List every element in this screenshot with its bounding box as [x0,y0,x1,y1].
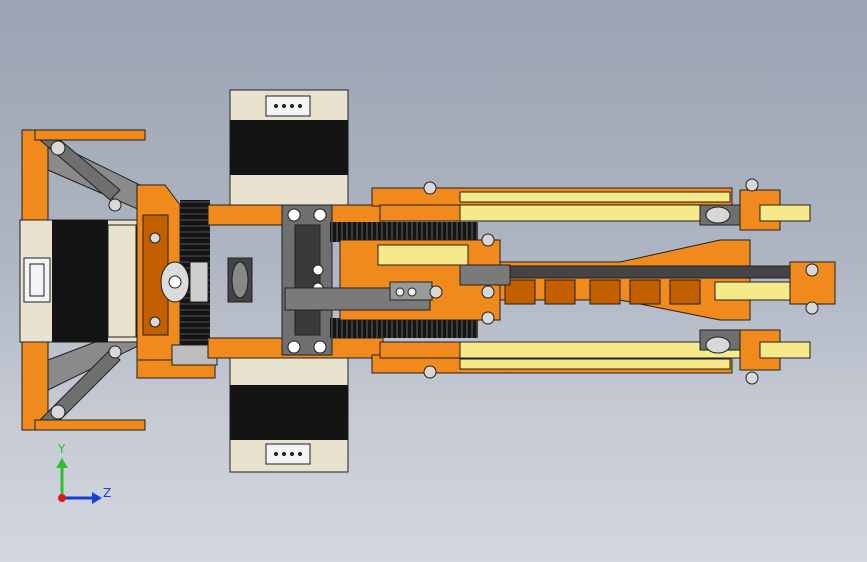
z-axis-label: Z [103,486,112,500]
axis-triad [56,458,102,504]
lower-stepper-motor[interactable] [229,354,349,473]
upper-stepper-motor[interactable] [229,89,349,206]
upper-arm-rails[interactable] [371,181,811,379]
shoulder-bracket[interactable] [207,204,384,359]
base-gear[interactable] [160,200,218,366]
elbow-link[interactable] [284,281,443,311]
turntable-plate[interactable] [136,184,216,379]
timing-belts[interactable] [330,222,478,338]
x-axis-point [58,494,66,502]
wrist-end-effector[interactable] [699,178,836,385]
base-stepper-motor[interactable] [19,219,141,343]
idler-pulley[interactable] [227,257,253,303]
y-axis-label: Y [58,442,66,456]
